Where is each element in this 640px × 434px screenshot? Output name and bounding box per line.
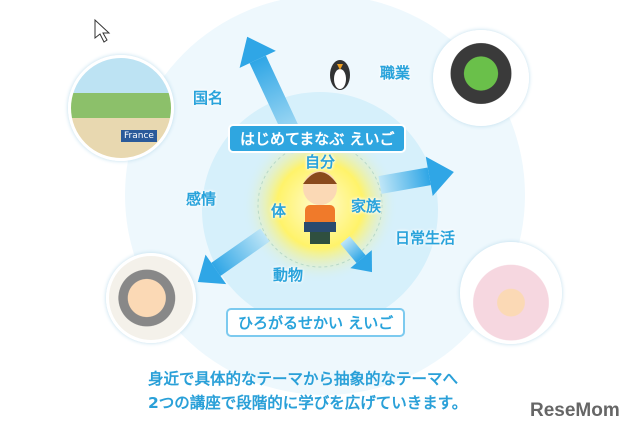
inner-dashed-ring [257, 142, 383, 268]
label-self: 自分 [305, 153, 336, 171]
resemom-logo: ReseMom [530, 400, 620, 421]
label-job: 職業 [380, 64, 411, 82]
arrow-right [378, 156, 454, 197]
label-body: 体 [271, 202, 287, 220]
photo-job [433, 30, 529, 126]
boy-illustration [303, 171, 337, 244]
france-sign: France [121, 130, 157, 142]
penguin-illustration [330, 60, 350, 90]
caption-line-2: 2つの講座で段階的に学びを広げていきます。 [148, 394, 468, 412]
mouse-cursor-icon [94, 18, 111, 43]
course-title-beginner: はじめてまなぶ えいご [228, 124, 407, 153]
caption-line-1: 身近で具体的なテーマから抽象的なテーマへ [148, 370, 459, 388]
label-emotion: 感情 [186, 190, 217, 208]
label-country: 国名 [193, 89, 224, 107]
photo-country: France [68, 55, 174, 161]
arrow-down-left [197, 228, 270, 285]
photo-emotion [106, 253, 196, 343]
photo-daily-life [460, 242, 562, 344]
arrow-down-right [340, 236, 372, 273]
course-title-advanced: ひろがるせかい えいご [226, 308, 406, 337]
label-family: 家族 [351, 197, 382, 215]
label-daily-life: 日常生活 [395, 229, 456, 247]
label-animal: 動物 [273, 266, 304, 284]
